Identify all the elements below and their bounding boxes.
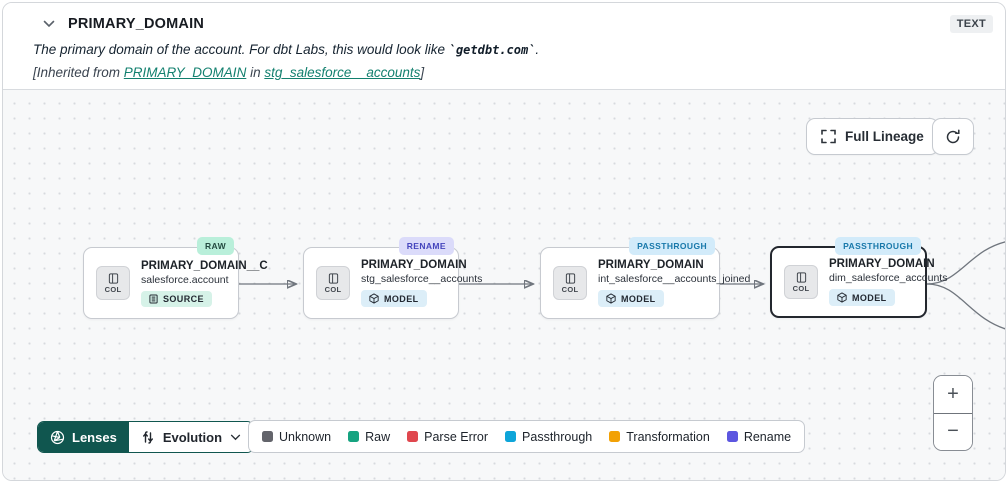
node-column-name: PRIMARY_DOMAIN (829, 258, 935, 270)
legend-item-transformation: Transformation (609, 430, 710, 444)
legend-item-parse-error: Parse Error (407, 430, 488, 444)
legend-item-passthrough: Passthrough (505, 430, 592, 444)
lenses-control: Lenses Evolution (37, 421, 255, 453)
model-icon (369, 293, 379, 304)
column-type-box: COL (553, 266, 587, 300)
resource-type-badge: MODEL (829, 289, 895, 306)
model-icon (606, 293, 616, 304)
evolution-legend: Unknown Raw Parse Error Passthrough Tran… (248, 420, 806, 453)
lineage-node-int[interactable]: PASSTHROUGH COL PRIMARY_DOMAIN int_sales… (540, 237, 750, 319)
refresh-icon (945, 128, 961, 145)
resource-type-badge: MODEL (598, 290, 664, 307)
column-icon (565, 272, 575, 284)
evolution-tag: PASSTHROUGH (835, 237, 921, 255)
legend-swatch (609, 431, 621, 442)
legend-swatch (262, 431, 273, 442)
collapse-chevron-icon[interactable] (43, 20, 55, 28)
lineage-node-dim-selected[interactable]: PASSTHROUGH COL PRIMARY_DOMAIN dim_sales… (770, 237, 947, 318)
evolution-icon (141, 430, 155, 445)
node-resource-name: int_salesforce__accounts_joined (598, 273, 751, 285)
model-icon (837, 292, 847, 303)
refresh-button[interactable] (932, 118, 974, 155)
column-title: PRIMARY_DOMAIN (68, 16, 204, 32)
inherited-note: [Inherited from PRIMARY_DOMAIN in stg_sa… (33, 65, 425, 80)
evolution-tag: RAW (196, 237, 234, 255)
full-lineage-button[interactable]: Full Lineage (806, 118, 939, 155)
legend-item-raw: Raw (348, 430, 390, 444)
evolution-tag: RENAME (398, 237, 454, 255)
column-type-box: COL (316, 266, 350, 300)
zoom-out-button[interactable]: − (934, 413, 972, 450)
lens-selector-dropdown[interactable]: Evolution (128, 422, 254, 452)
column-icon (328, 272, 338, 284)
full-lineage-label: Full Lineage (845, 129, 924, 144)
legend-swatch (726, 431, 738, 442)
lenses-label: Lenses (72, 429, 117, 445)
column-header: PRIMARY_DOMAIN TEXT The primary domain o… (3, 3, 1005, 90)
column-icon (108, 272, 118, 284)
column-icon (796, 271, 806, 283)
column-description: The primary domain of the account. For d… (33, 42, 540, 57)
lineage-node-stg[interactable]: RENAME COL PRIMARY_DOMAIN stg_salesforce… (303, 237, 482, 319)
chevron-down-icon (230, 434, 241, 441)
lineage-canvas[interactable]: Full Lineage RAW COL PRIMARY_DOMAIN__C s… (3, 90, 1005, 480)
zoom-in-button[interactable]: + (934, 376, 972, 414)
lenses-button[interactable]: Lenses (38, 422, 129, 452)
legend-item-unknown: Unknown (262, 430, 331, 444)
node-resource-name: salesforce.account (141, 273, 229, 286)
evolution-tag: PASSTHROUGH (629, 237, 715, 255)
column-type-box: COL (96, 266, 130, 300)
column-type-box: COL (784, 265, 818, 299)
node-column-name: PRIMARY_DOMAIN (598, 259, 704, 271)
zoom-controls: + − (933, 375, 973, 451)
fullscreen-icon (821, 129, 836, 144)
node-column-name: PRIMARY_DOMAIN (361, 259, 467, 271)
source-icon (149, 293, 158, 304)
node-resource-name: dim_salesforce_accounts (829, 272, 948, 284)
column-type-badge: TEXT (949, 15, 993, 33)
inherited-model-link[interactable]: stg_salesforce__accounts (264, 65, 421, 80)
legend-item-rename: Rename (726, 430, 791, 444)
resource-type-badge: MODEL (361, 290, 427, 307)
lineage-node-source[interactable]: RAW COL PRIMARY_DOMAIN__C salesforce.acc… (83, 237, 268, 319)
legend-swatch (505, 431, 517, 442)
node-column-name: PRIMARY_DOMAIN__C (141, 259, 268, 272)
legend-swatch (348, 431, 360, 442)
node-resource-name: stg_salesforce__accounts (361, 273, 483, 285)
lens-aperture-icon (50, 430, 65, 445)
legend-swatch (407, 431, 419, 442)
resource-type-badge: SOURCE (141, 290, 212, 307)
lens-selected-label: Evolution (162, 429, 223, 445)
inherited-column-link[interactable]: PRIMARY_DOMAIN (123, 65, 247, 80)
description-code: `getdbt.com` (448, 43, 536, 57)
